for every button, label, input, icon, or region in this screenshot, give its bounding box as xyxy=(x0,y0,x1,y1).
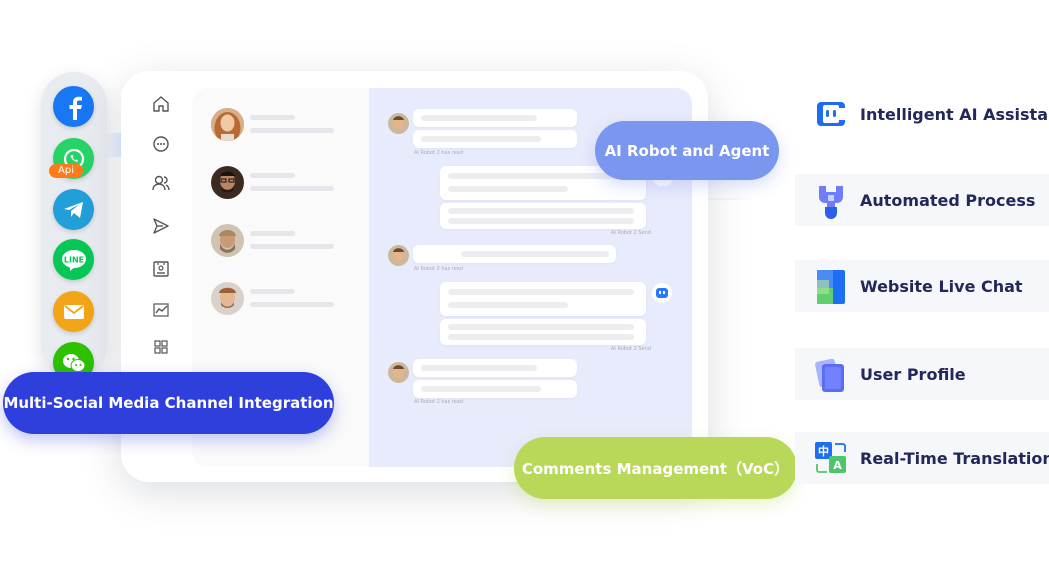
apps-grid-icon[interactable] xyxy=(152,338,170,356)
ai-robot-agent-pill: AI Robot and Agent xyxy=(595,121,779,180)
read-receipt: AI Robot 2 has read xyxy=(414,399,464,405)
message-bubble xyxy=(440,319,646,345)
feature-label: Automated Process xyxy=(860,190,1036,210)
message-bubble xyxy=(413,245,616,263)
avatar xyxy=(388,362,409,383)
contacts-icon[interactable] xyxy=(152,174,170,192)
read-receipt: AI Robot 2 has read xyxy=(414,150,464,156)
analytics-icon[interactable] xyxy=(152,301,170,319)
line-label: LINE xyxy=(63,255,83,264)
home-icon[interactable] xyxy=(152,95,170,113)
contact-preview-placeholder xyxy=(250,186,334,191)
email-icon[interactable] xyxy=(53,291,94,332)
ai-assistant-icon xyxy=(815,98,847,130)
feature-label: Real-Time Translation xyxy=(860,448,1049,468)
avatar[interactable] xyxy=(211,166,244,199)
robot-badge-icon xyxy=(652,283,672,303)
message-bubble xyxy=(413,380,577,398)
translation-zh-glyph: 中 xyxy=(818,444,829,458)
contact-name-placeholder xyxy=(250,289,295,294)
contact-preview-placeholder xyxy=(250,244,334,249)
voc-pill: Comments Management（VoC） xyxy=(514,437,797,499)
feature-ai-assistant: Intelligent AI Assistant xyxy=(795,88,1049,140)
contact-name-placeholder xyxy=(250,115,295,120)
chat-icon[interactable] xyxy=(152,135,170,153)
social-integration-pill: Multi-Social Media Channel Integration xyxy=(3,372,334,434)
message-bubble xyxy=(413,359,577,377)
read-receipt: AI Robot 2 has read xyxy=(414,266,464,272)
avatar[interactable] xyxy=(211,224,244,257)
avatar xyxy=(388,113,409,134)
message-bubble xyxy=(440,282,646,316)
avatar[interactable] xyxy=(211,282,244,315)
sent-receipt: AI Robot 2 Send xyxy=(611,230,651,236)
contact-preview-placeholder xyxy=(250,302,334,307)
contact-name-placeholder xyxy=(250,173,295,178)
user-profile-icon xyxy=(815,358,847,392)
message-bubble xyxy=(413,130,577,148)
channel-rail: LINE xyxy=(41,72,107,383)
live-chat-icon xyxy=(815,270,847,304)
message-bubble xyxy=(440,203,646,229)
contact-preview-placeholder xyxy=(250,128,334,133)
feature-automated-process: Automated Process xyxy=(795,174,1049,226)
translation-icon: 中 A xyxy=(815,442,847,474)
facebook-icon[interactable] xyxy=(53,86,94,127)
telegram-icon[interactable] xyxy=(53,189,94,230)
message-bubble xyxy=(413,109,577,127)
avatar xyxy=(388,245,409,266)
connector-line xyxy=(708,198,756,200)
avatar[interactable] xyxy=(211,108,244,141)
send-icon[interactable] xyxy=(152,217,170,235)
feature-label: Intelligent AI Assistant xyxy=(860,104,1049,124)
feature-translation: 中 A Real-Time Translation xyxy=(795,432,1049,484)
line-icon[interactable]: LINE xyxy=(53,239,94,280)
translation-en-glyph: A xyxy=(833,459,842,472)
automation-icon xyxy=(815,184,847,219)
profile-card-icon[interactable] xyxy=(152,260,170,278)
feature-label: User Profile xyxy=(860,364,966,384)
feature-label: Website Live Chat xyxy=(860,276,1023,296)
contact-name-placeholder xyxy=(250,231,295,236)
feature-user-profile: User Profile xyxy=(795,348,1049,400)
chat-window: AI Robot 2 has read AI Robot 2 Send AI R… xyxy=(192,88,692,467)
sent-receipt: AI Robot 2 Send xyxy=(611,346,651,352)
api-tag: Api xyxy=(49,164,83,178)
feature-live-chat: Website Live Chat xyxy=(795,260,1049,312)
